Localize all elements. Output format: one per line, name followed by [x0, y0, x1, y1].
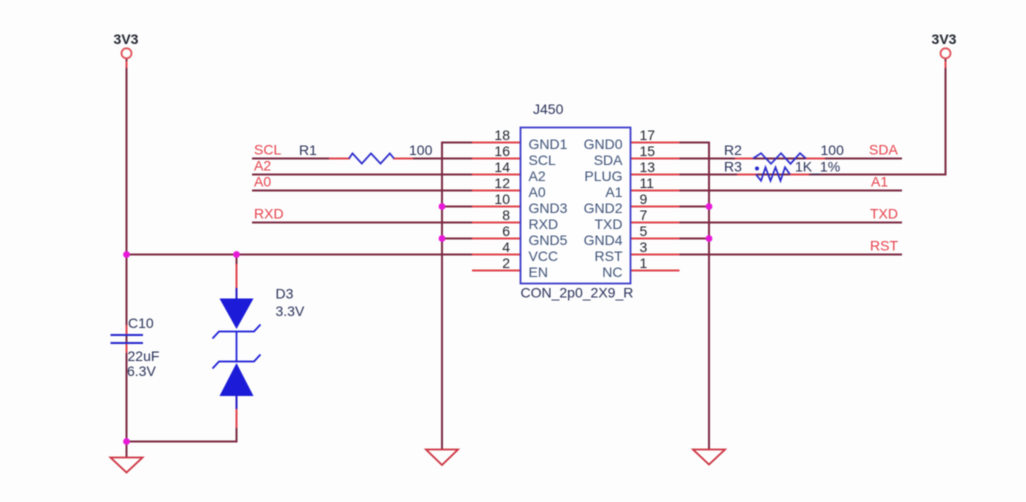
svg-text:R1: R1 [299, 142, 317, 158]
svg-text:A2: A2 [254, 158, 271, 174]
svg-text:16: 16 [494, 143, 510, 159]
svg-text:8: 8 [502, 207, 510, 223]
svg-text:CON_2p0_2X9_R: CON_2p0_2X9_R [521, 285, 634, 301]
svg-text:100: 100 [409, 142, 433, 158]
svg-text:RXD: RXD [254, 206, 284, 222]
svg-text:1: 1 [640, 255, 648, 271]
svg-text:11: 11 [640, 175, 655, 191]
svg-text:12: 12 [494, 175, 510, 191]
svg-text:3: 3 [640, 239, 648, 255]
svg-text:PLUG: PLUG [584, 168, 622, 184]
svg-text:SDA: SDA [594, 152, 623, 168]
svg-text:3V3: 3V3 [932, 31, 957, 47]
svg-text:NC: NC [602, 264, 622, 280]
svg-text:A2: A2 [529, 168, 546, 184]
svg-text:A1: A1 [871, 174, 888, 190]
svg-text:15: 15 [640, 143, 656, 159]
svg-text:TXD: TXD [595, 216, 623, 232]
svg-text:R2: R2 [724, 142, 742, 158]
svg-text:GND3: GND3 [529, 200, 568, 216]
svg-text:J450: J450 [533, 101, 564, 117]
svg-text:SDA: SDA [869, 142, 898, 158]
svg-text:3.3V: 3.3V [276, 303, 305, 319]
svg-text:GND0: GND0 [584, 136, 623, 152]
svg-text:2: 2 [502, 255, 510, 271]
svg-text:9: 9 [640, 191, 648, 207]
svg-text:A0: A0 [529, 184, 546, 200]
svg-text:1K_1%: 1K_1% [795, 159, 840, 175]
svg-text:10: 10 [494, 191, 510, 207]
svg-text:A1: A1 [605, 184, 622, 200]
svg-text:22uF: 22uF [128, 348, 160, 364]
svg-text:18: 18 [494, 127, 510, 143]
svg-text:GND4: GND4 [584, 232, 623, 248]
svg-text:D3: D3 [276, 286, 294, 302]
svg-text:17: 17 [640, 127, 656, 143]
svg-text:GND1: GND1 [529, 136, 568, 152]
svg-text:7: 7 [640, 207, 648, 223]
svg-text:A0: A0 [254, 174, 271, 190]
svg-text:EN: EN [529, 264, 548, 280]
svg-text:3V3: 3V3 [114, 31, 139, 47]
svg-text:14: 14 [494, 159, 510, 175]
svg-text:4: 4 [502, 239, 510, 255]
svg-text:RXD: RXD [529, 216, 559, 232]
svg-text:RST: RST [870, 238, 898, 254]
svg-text:SCL: SCL [529, 152, 556, 168]
svg-text:GND5: GND5 [529, 232, 568, 248]
svg-text:13: 13 [640, 159, 656, 175]
svg-text:C10: C10 [128, 315, 154, 331]
svg-text:GND2: GND2 [584, 200, 623, 216]
svg-text:SCL: SCL [254, 142, 281, 158]
svg-text:VCC: VCC [529, 248, 559, 264]
svg-text:5: 5 [640, 223, 648, 239]
svg-text:TXD: TXD [870, 206, 898, 222]
svg-text:100: 100 [821, 142, 845, 158]
svg-text:6.3V: 6.3V [127, 363, 156, 379]
svg-text:RST: RST [595, 248, 623, 264]
svg-text:6: 6 [502, 223, 510, 239]
svg-text:R3: R3 [724, 159, 742, 175]
